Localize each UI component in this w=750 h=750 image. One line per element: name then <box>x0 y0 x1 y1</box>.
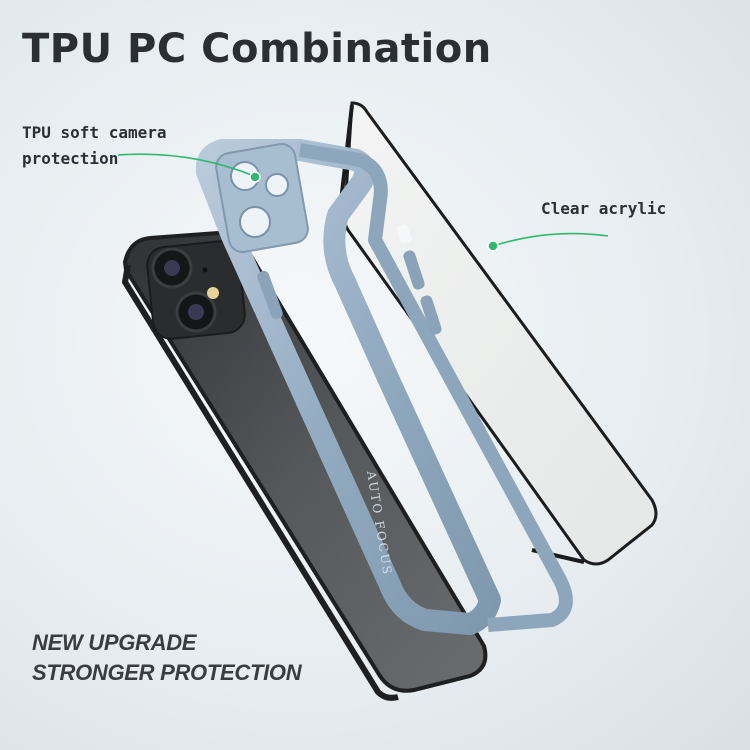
callout-tpu-camera: TPU soft camera protection <box>22 120 167 172</box>
callout-clear-acrylic: Clear acrylic <box>541 199 667 218</box>
slogan-line-1: NEW UPGRADE <box>32 630 197 655</box>
tpu-marker-dot <box>249 171 261 183</box>
callout-tpu-line2: protection <box>22 149 119 168</box>
tpu-bumper-frame <box>195 139 573 635</box>
page-title: TPU PC Combination <box>22 26 492 72</box>
callout-acrylic-pointer <box>487 232 609 252</box>
acrylic-marker-dot <box>487 240 499 252</box>
slogan-line-2: STRONGER PROTECTION <box>32 660 302 685</box>
callout-tpu-line1: TPU soft camera <box>22 123 167 142</box>
callout-tpu-pointer <box>117 153 261 183</box>
bumper-camera-surround <box>215 143 309 253</box>
